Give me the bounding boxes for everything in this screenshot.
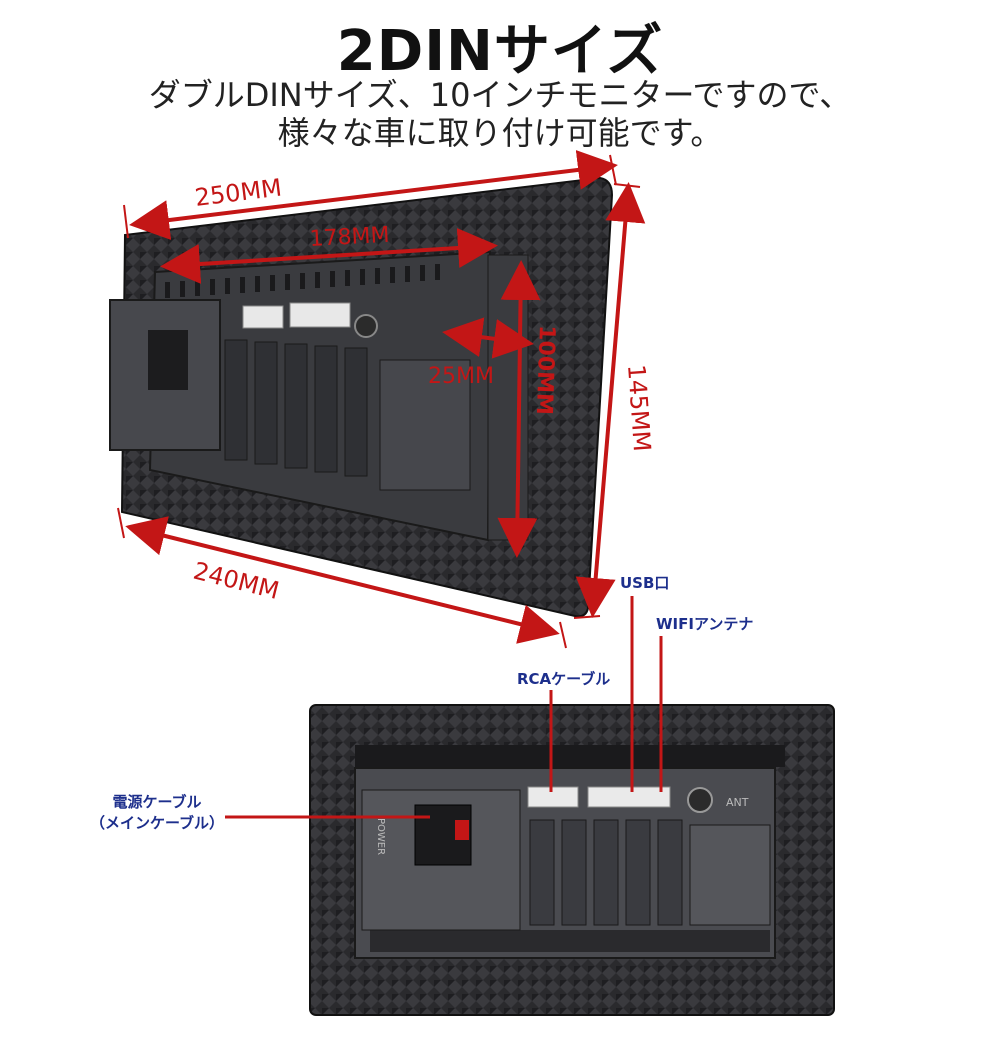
dim-arrow-240 <box>125 516 560 644</box>
lower-top-rail <box>355 745 785 767</box>
upper-power-block <box>109 299 221 451</box>
dim-tick-250-right <box>609 154 617 186</box>
dim-label-100: 100MM <box>531 325 559 416</box>
dimension-lines <box>117 150 646 649</box>
dim-label-240: 240MM <box>191 557 282 605</box>
dim-arrow-178 <box>160 228 498 284</box>
dim-label-178: 178MM <box>309 223 390 252</box>
upper-fins <box>224 339 368 477</box>
dim-arrow-145 <box>575 182 646 618</box>
lower-ant-label: ANT <box>726 796 749 809</box>
upper-power-socket <box>148 330 188 390</box>
lower-side-bracket <box>689 824 771 926</box>
dim-tick-145-top <box>613 183 641 188</box>
lower-antenna-port <box>687 787 713 813</box>
upper-usb-connector <box>289 302 351 328</box>
upper-antenna-port <box>354 314 378 338</box>
lower-usb-wifi-connector <box>587 786 671 808</box>
dim-tick-145-bottom <box>573 615 601 619</box>
subtitle-line-1: ダブルDINサイズ、10インチモニターですので、 <box>148 76 852 114</box>
callout-rca: RCAケーブル <box>517 670 611 688</box>
dim-tick-240-right <box>559 621 567 649</box>
callout-wifi: WIFIアンテナ <box>656 615 754 633</box>
page-title: 2DINサイズ <box>336 19 664 84</box>
dim-label-25: 25MM <box>428 364 494 389</box>
lower-fins <box>529 819 683 926</box>
dim-label-145: 145MM <box>622 363 656 452</box>
dim-arrow-250 <box>129 150 618 240</box>
dim-tick-240-left <box>117 507 125 539</box>
upper-side-bracket <box>379 359 471 491</box>
lower-rca-connector <box>527 786 579 808</box>
dim-tick-250-left <box>123 204 129 239</box>
dim-arrow-100 <box>497 260 541 558</box>
callout-power: 電源ケーブル （メインケーブル） <box>82 791 232 833</box>
lower-power-tag <box>455 820 469 840</box>
callout-lines <box>225 596 663 819</box>
lower-bottom-rail <box>370 930 770 952</box>
subtitle-line-2: 様々な車に取り付け可能です。 <box>277 114 723 152</box>
callout-power-line-2: （メインケーブル） <box>89 814 225 832</box>
page-subtitle: ダブルDINサイズ、10インチモニターですので、 様々な車に取り付け可能です。 <box>0 76 1000 152</box>
upper-rca-connector <box>242 305 284 329</box>
lower-power-label: POWER <box>375 818 386 855</box>
lower-unit: ANT POWER <box>309 704 835 1016</box>
callout-usb: USB口 <box>620 574 670 592</box>
callout-power-line-1: 電源ケーブル <box>112 793 202 811</box>
